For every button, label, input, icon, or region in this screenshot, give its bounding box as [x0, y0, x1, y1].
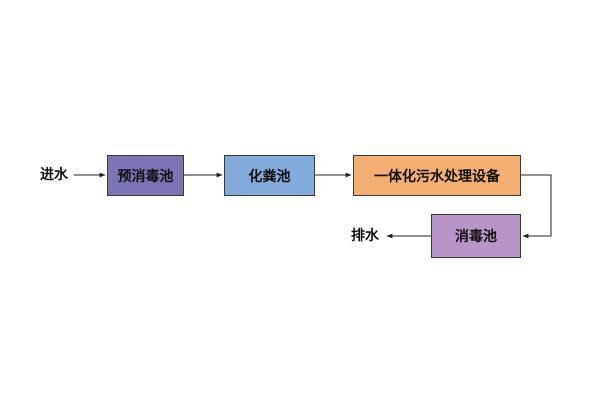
- node-integrated-treatment-equipment: 一体化污水处理设备: [353, 155, 521, 196]
- node-disinfection-tank: 消毒池: [431, 214, 521, 258]
- outlet-label: 排水: [351, 228, 379, 244]
- arrow-integrated-equipment-to-disinfection: [521, 174, 552, 239]
- node-septic-tank-label: 化粪池: [248, 168, 291, 185]
- node-disinfection-tank-label: 消毒池: [455, 229, 497, 245]
- inlet-label: 进水: [40, 167, 68, 183]
- node-pre-disinfection-tank: 预消毒池: [107, 155, 184, 196]
- node-septic-tank: 化粪池: [224, 155, 315, 196]
- node-pre-disinfection-tank-label: 预消毒池: [117, 168, 174, 185]
- node-integrated-treatment-equipment-label: 一体化污水处理设备: [374, 168, 500, 185]
